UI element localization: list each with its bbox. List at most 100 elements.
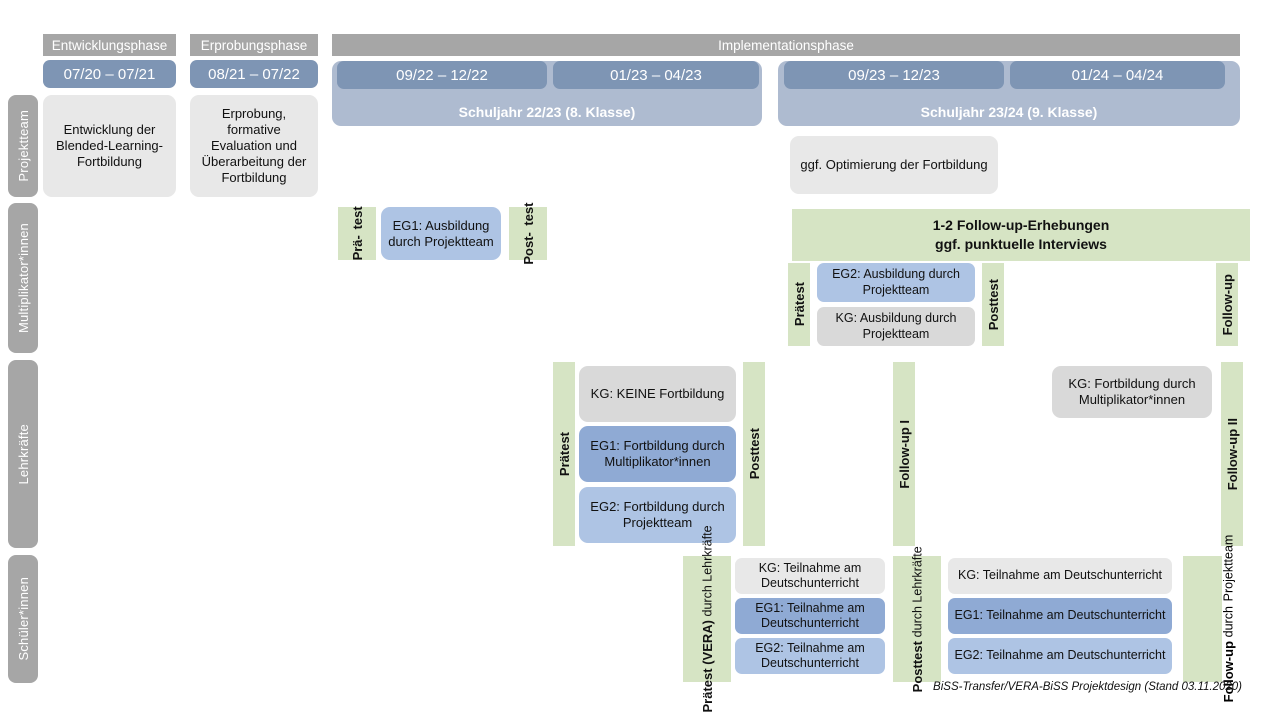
schuelerinnen-followup-sub1: durch	[1221, 606, 1235, 638]
lehrkraefte-posttest-column: Posttest	[743, 362, 765, 546]
schuelerinnen-block2-row-eg1: EG1: Teilnahme am Deutschunterricht	[948, 598, 1172, 634]
multiplikatoren-followup-banner: 1-2 Follow-up-Erhebungen ggf. punktuelle…	[792, 209, 1250, 261]
phase-header-implementationsphase: Implementationsphase	[332, 34, 1240, 56]
period-09-23-12-23: 09/23 – 12/23	[784, 61, 1004, 89]
lehrkraefte-kg-keine-box: KG: KEINE Fortbildung	[579, 366, 736, 422]
phase-label: Implementationsphase	[718, 37, 854, 53]
schuelerinnen-posttest-vertical-label: Posttest durch Lehrkräfte	[910, 546, 925, 692]
list-item-label: EG2: Teilnahme am Deutschunterricht	[954, 648, 1166, 663]
period-08-21-07-22: 08/21 – 07/22	[190, 60, 318, 88]
posttest-2-vertical-label: Posttest	[986, 279, 1001, 330]
lehrkraefte-praetest-vertical-label: Prätest	[557, 432, 572, 476]
multiplikatoren-eg2-label: EG2: Ausbildung durch Projektteam	[832, 267, 960, 297]
phase-header-erprobungsphase: Erprobungsphase	[190, 34, 318, 56]
projektteam-optimierung-label: ggf. Optimierung der Fortbildung	[800, 157, 988, 173]
projektteam-entwicklung-box: Entwicklung der Blended-Learning-Fortbil…	[43, 95, 176, 197]
row-label-text: Schüler*innen	[15, 577, 31, 661]
lehrkraefte-followup-2-vertical-label: Follow-up II	[1225, 418, 1240, 490]
lehrkraefte-eg1-box: EG1: Fortbildung durch Multiplikator*inn…	[579, 426, 736, 482]
posttest-1-line1: Post-	[520, 231, 536, 265]
schuelerinnen-followup-column	[1183, 556, 1222, 682]
schuelerinnen-block1-row-kg: KG: Teilnahme am Deutschunterricht	[735, 558, 885, 594]
schuelerinnen-praetest-sub: durch Lehrkräfte	[700, 525, 714, 617]
lehrkraefte-followup-1-column: Follow-up I	[893, 362, 915, 546]
multiplikatoren-eg1-box: EG1: Ausbildung durch Projektteam	[381, 207, 501, 260]
schuelerinnen-followup-sub2: Projektteam	[1221, 535, 1235, 603]
row-label-schuelerinnen: Schüler*innen	[8, 555, 38, 683]
schuelerinnen-posttest-main: Posttest	[909, 640, 925, 693]
row-label-text: Projektteam	[15, 110, 31, 182]
lehrkraefte-praetest-column: Prätest	[553, 362, 575, 546]
phase-label: Erprobungsphase	[200, 37, 308, 53]
schuelerinnen-block2-row-eg2: EG2: Teilnahme am Deutschunterricht	[948, 638, 1172, 674]
lehrkraefte-posttest-label: Posttest	[746, 428, 762, 480]
lehrkraefte-kg-multi-box: KG: Fortbildung durch Multiplikator*inne…	[1052, 366, 1212, 418]
lehrkraefte-followup-1-vertical-label: Follow-up I	[897, 420, 912, 489]
period-label: 07/20 – 07/21	[63, 65, 156, 83]
lehrkraefte-eg1-label: EG1: Fortbildung durch Multiplikator*inn…	[590, 438, 725, 469]
multiplikatoren-eg1-label: EG1: Ausbildung durch Projektteam	[388, 217, 494, 249]
schuelerinnen-followup-vertical-label: Follow-up durch Projektteam	[1221, 535, 1236, 702]
multiplikatoren-followup-column: Follow-up	[1216, 263, 1238, 346]
period-label: 09/22 – 12/22	[396, 66, 488, 84]
schuelerinnen-block1-row-eg2: EG2: Teilnahme am Deutschunterricht	[735, 638, 885, 674]
multiplikatoren-praetest-1: Prä- test	[338, 206, 376, 261]
lehrkraefte-eg2-label: EG2: Fortbildung durch Projektteam	[590, 499, 725, 530]
row-label-text: Multiplikator*innen	[15, 222, 31, 334]
lehrkraefte-posttest-vertical-label: Posttest	[747, 428, 762, 479]
followup-vertical-label: Follow-up	[1220, 274, 1235, 335]
row-label-projektteam: Projektteam	[8, 95, 38, 197]
lehrkraefte-followup-2-label: Follow-up II	[1224, 417, 1240, 491]
banner-line-1: 1-2 Follow-up-Erhebungen	[932, 217, 1110, 234]
period-01-24-04-24: 01/24 – 04/24	[1010, 61, 1225, 89]
posttest-2-label: Posttest	[985, 278, 1001, 331]
period-07-20-07-21: 07/20 – 07/21	[43, 60, 176, 88]
row-label-text: Lehrkräfte	[15, 423, 31, 485]
banner-line-2: ggf. punktuelle Interviews	[935, 236, 1107, 252]
list-item-label: EG2: Teilnahme am Deutschunterricht	[755, 640, 865, 670]
multiplikatoren-posttest-1: Post- test	[509, 203, 547, 264]
lehrkraefte-kg-multi-label: KG: Fortbildung durch Multiplikator*inne…	[1068, 376, 1196, 407]
schuelerinnen-posttest-sub: durch Lehrkräfte	[910, 545, 924, 637]
praetest-1-line2: test	[349, 206, 365, 230]
period-09-22-12-22: 09/22 – 12/22	[337, 61, 547, 89]
schuelerinnen-followup-main: Follow-up	[1220, 641, 1236, 703]
period-label: 09/23 – 12/23	[848, 66, 940, 84]
projektteam-optimierung-box: ggf. Optimierung der Fortbildung	[790, 136, 998, 194]
schuelerinnen-praetest-main: Prätest (VERA)	[699, 620, 715, 713]
multiplikatoren-praetest-2: Prätest	[788, 263, 810, 346]
projektteam-entwicklung-label: Entwicklung der Blended-Learning-Fortbil…	[56, 122, 163, 169]
list-item-label: KG: Teilnahme am Deutschunterricht	[758, 560, 862, 590]
period-label: 08/21 – 07/22	[208, 65, 300, 83]
schoolyear-label: Schuljahr 23/24 (9. Klasse)	[920, 104, 1098, 120]
praetest-1-line1: Prä-	[349, 235, 365, 261]
projektteam-erprobung-label: Erprobung, formative Evaluation und Über…	[201, 106, 307, 185]
lehrkraefte-followup-1-label: Follow-up I	[896, 419, 912, 489]
schuelerinnen-followup-label-group: Follow-up durch Projektteam	[1183, 535, 1273, 702]
multiplikatoren-posttest-2: Posttest	[982, 263, 1004, 346]
multiplikatoren-kg-box: KG: Ausbildung durch Projektteam	[817, 307, 975, 346]
phase-label: Entwicklungsphase	[51, 37, 168, 53]
period-01-23-04-23: 01/23 – 04/23	[553, 61, 759, 89]
praetest-2-vertical-label: Prätest	[792, 282, 807, 326]
lehrkraefte-kg-keine-label: KG: KEINE Fortbildung	[590, 386, 725, 402]
schuelerinnen-block2-row-kg: KG: Teilnahme am Deutschunterricht	[948, 558, 1172, 594]
diagram-footer: BiSS-Transfer/VERA-BiSS Projektdesign (S…	[933, 681, 1242, 693]
list-item-label: EG1: Teilnahme am Deutschunterricht	[954, 608, 1166, 623]
period-label: 01/23 – 04/23	[610, 66, 702, 84]
schuelerinnen-praetest-vertical-label: Prätest (VERA) durch Lehrkräfte	[700, 525, 715, 713]
list-item-label: KG: Teilnahme am Deutschunterricht	[957, 568, 1163, 583]
period-label: 01/24 – 04/24	[1071, 66, 1164, 84]
praetest-2-label: Prätest	[791, 282, 807, 327]
multiplikatoren-kg-label: KG: Ausbildung durch Projektteam	[835, 311, 957, 341]
phase-header-entwicklungsphase: Entwicklungsphase	[43, 34, 176, 56]
posttest-1-vertical-label: Post- test	[521, 203, 536, 265]
lehrkraefte-followup-2-column: Follow-up II	[1221, 362, 1243, 546]
schuelerinnen-block1-row-eg1: EG1: Teilnahme am Deutschunterricht	[735, 598, 885, 634]
lehrkraefte-eg2-box: EG2: Fortbildung durch Projektteam	[579, 487, 736, 543]
schoolyear-label: Schuljahr 22/23 (8. Klasse)	[458, 104, 636, 120]
row-label-multiplikatorinnen: Multiplikator*innen	[8, 203, 38, 353]
lehrkraefte-praetest-label: Prätest	[556, 431, 572, 477]
followup-label: Follow-up	[1219, 273, 1235, 336]
